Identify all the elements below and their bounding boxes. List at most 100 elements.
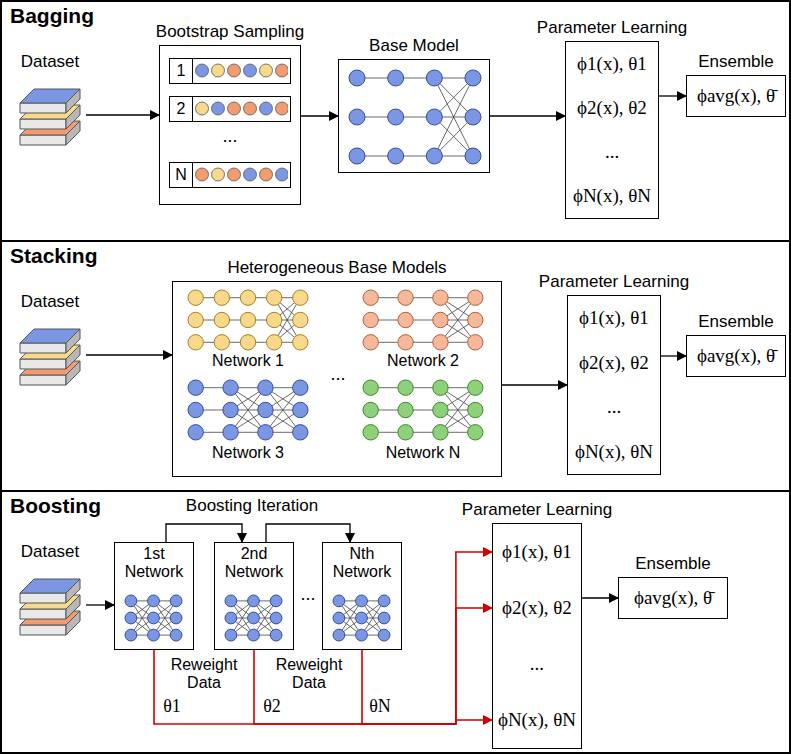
connector-arrow	[254, 608, 492, 724]
connector-arrow	[86, 354, 172, 355]
network-drawing	[333, 595, 390, 641]
network-drawing	[363, 380, 483, 440]
note-label: ...	[169, 126, 291, 147]
outlined-box: ϕavg(x), θ̄	[618, 577, 728, 619]
formula-text: ...	[607, 396, 621, 418]
sample-dots	[193, 97, 288, 120]
icon-area	[14, 315, 86, 395]
parameter-box: Parameter Learningϕ1(x), θ1ϕ2(x), θ2...ϕ…	[530, 18, 694, 219]
outlined-box: ϕavg(x), θ̄	[686, 75, 786, 117]
network-name: 2nd Network	[215, 543, 293, 584]
note-label: ...	[294, 584, 322, 605]
network-illustration	[339, 60, 491, 174]
icon-area	[14, 75, 86, 155]
connector-arrow	[490, 115, 565, 116]
network-drawing	[225, 595, 282, 641]
network-box: Nth Network	[322, 542, 402, 650]
sample-row: N	[169, 162, 291, 188]
connector-arrow	[502, 384, 567, 385]
connector-arrow	[362, 650, 492, 724]
sample-dots	[193, 163, 288, 186]
sample-dots	[193, 59, 288, 82]
network-label: ...	[313, 364, 363, 385]
formula-text: ϕ1(x), θ1	[577, 53, 647, 75]
formula-text: ϕ1(x), θ1	[579, 307, 649, 329]
network-illustration	[323, 591, 400, 647]
method-panel: StackingDataset Heterogeneous Base Models…	[0, 240, 791, 492]
heading: Parameter Learning	[532, 272, 696, 292]
network-label: Network N	[363, 444, 483, 462]
heading: Ensemble	[686, 312, 786, 332]
formula-text: ϕ2(x), θ2	[579, 352, 649, 374]
heading: Heterogeneous Base Models	[152, 258, 522, 278]
heading: Ensemble	[686, 52, 786, 72]
connector-arrow	[661, 355, 686, 356]
formula-text: ϕN(x), θN	[573, 185, 651, 207]
formula-text: ϕavg(x), θ̄	[697, 345, 775, 367]
dataset-illustration	[14, 75, 86, 155]
network-box: 2nd Network	[214, 542, 294, 650]
network-drawing	[188, 380, 308, 440]
network-box: 1st Network	[114, 542, 194, 650]
formula-text: ϕavg(x), θ̄	[697, 85, 775, 107]
network-name: Nth Network	[323, 543, 401, 584]
dataset-block: Dataset	[8, 542, 92, 645]
connector-arrow	[266, 524, 350, 542]
network-illustration	[115, 591, 192, 647]
sample-number: 2	[170, 97, 193, 121]
model-box: Base Model	[330, 36, 498, 173]
dataset-illustration	[14, 565, 86, 645]
dataset-icon	[20, 329, 80, 385]
formula-text: ...	[530, 653, 544, 675]
heading: Base Model	[330, 36, 498, 56]
dataset-icon	[20, 89, 80, 145]
connector-arrow	[582, 597, 618, 598]
heading: Parameter Learning	[530, 18, 694, 38]
dataset-illustration	[14, 315, 86, 395]
dataset-block: Dataset	[8, 52, 92, 155]
edge-label: θ2	[259, 696, 285, 717]
formula-text: ϕavg(x), θ̄	[634, 587, 712, 609]
sample-number: 1	[170, 59, 193, 83]
formula-text: ϕ2(x), θ2	[577, 97, 647, 119]
model-group-box: Heterogeneous Base ModelsNetwork 1Networ…	[152, 258, 522, 477]
panel-title: Stacking	[10, 244, 98, 268]
sample-row: 1	[169, 58, 291, 84]
parameter-box: Parameter Learningϕ1(x), θ1ϕ2(x), θ2...ϕ…	[452, 500, 622, 749]
sample-number: N	[170, 163, 193, 187]
connector-arrow	[86, 604, 114, 605]
network-drawing	[125, 595, 182, 641]
network-label: Network 3	[188, 444, 308, 462]
sampling-box: Bootstrap Sampling 1 2N...	[148, 22, 312, 205]
formula-text: ϕN(x), θN	[575, 441, 653, 463]
outlined-box: Network 1 Network 2 Network 3 Network N...	[172, 281, 502, 477]
connector-arrow	[86, 114, 159, 115]
heading: Dataset	[8, 542, 92, 562]
network-label: Network 2	[363, 352, 483, 370]
connector-arrow	[659, 95, 686, 96]
icon-area	[14, 565, 86, 645]
outlined-box: 1 2N...	[159, 45, 301, 205]
heading: Ensemble	[618, 554, 728, 574]
note-label: Reweight Data	[266, 656, 352, 693]
heading: Bootstrap Sampling	[148, 22, 312, 42]
network-illustration	[215, 591, 292, 647]
parameter-box: Parameter Learning ϕ1(x), θ1 ϕ2(x), θ2... ϕ…	[532, 272, 696, 475]
sample-row: 2	[169, 96, 291, 122]
formula-text: ...	[605, 141, 619, 163]
network-name: 1st Network	[115, 543, 193, 584]
edge-label: θN	[367, 696, 393, 717]
ensemble-box: Ensemble ϕavg(x), θ̄	[686, 52, 786, 117]
connector-arrow	[301, 115, 338, 116]
method-panel: BoostingDataset1st Network2nd NetworkNth…	[0, 490, 791, 754]
dataset-block: Dataset	[8, 292, 92, 395]
heading: Dataset	[8, 52, 92, 72]
heading: Dataset	[8, 292, 92, 312]
outlined-box: ϕ1(x), θ1 ϕ2(x), θ2... ϕN(x), θN	[565, 41, 659, 219]
connector-arrow	[166, 524, 242, 542]
ensemble-box: Ensemble ϕavg(x), θ̄	[686, 312, 786, 377]
network-label: Network 1	[188, 352, 308, 370]
note-label: Reweight Data	[162, 656, 246, 693]
network-drawing	[349, 70, 481, 164]
